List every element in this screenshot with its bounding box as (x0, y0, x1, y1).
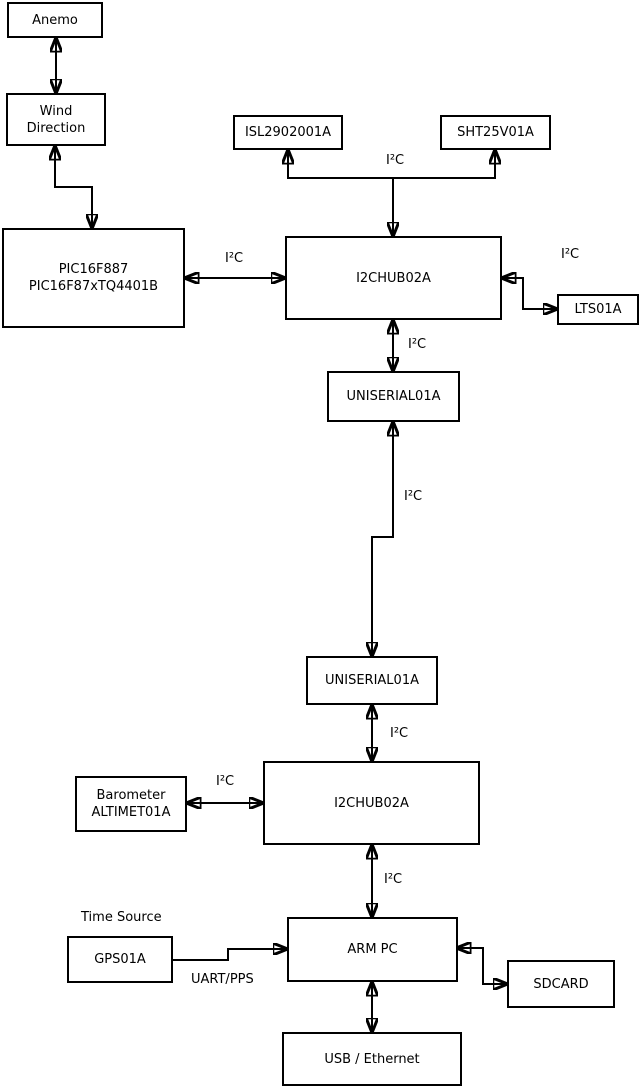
node-barometer-label-line1: Barometer (96, 788, 166, 803)
edge-label-i2c-uniserial1-uniserial2: I²C (404, 489, 423, 504)
node-arm-pc: ARM PC (287, 917, 458, 982)
node-lts01a-label: LTS01A (574, 302, 622, 317)
edge-label-i2c-pic-hub1: I²C (225, 251, 244, 266)
edge-label-i2c-isl-sht: I²C (386, 153, 405, 168)
node-usb-ethernet-label: USB / Ethernet (324, 1051, 420, 1067)
node-i2chub02a-top: I2CHUB02A (285, 236, 502, 320)
edge-label-uart-pps: UART/PPS (191, 972, 254, 987)
node-anemo-label: Anemo (32, 12, 78, 28)
node-i2chub02a-bottom: I2CHUB02A (263, 761, 480, 845)
node-sht25v01a-label: SHT25V01A (457, 125, 534, 140)
edge-uniserial1-uniserial2 (372, 422, 393, 656)
node-barometer: Barometer ALTIMET01A (75, 776, 187, 832)
node-anemo: Anemo (7, 2, 103, 38)
edge-wind-pic (55, 146, 92, 228)
node-barometer-label-line2: ALTIMET01A (91, 805, 171, 820)
node-i2chub02a-bottom-label: I2CHUB02A (334, 795, 409, 811)
edge-gps-armpc (173, 949, 287, 961)
node-sht25v01a: SHT25V01A (440, 115, 551, 150)
node-uniserial01a-top: UNISERIAL01A (327, 371, 460, 422)
node-uniserial01a-top-label: UNISERIAL01A (346, 389, 441, 404)
edge-label-i2c-barometer-hub2: I²C (216, 774, 235, 789)
node-isl2902001a: ISL2902001A (233, 115, 343, 150)
node-sdcard-label: SDCARD (533, 976, 589, 992)
node-pic-label-line1: PIC16F887 (58, 262, 129, 277)
node-arm-pc-label: ARM PC (347, 942, 398, 957)
node-isl2902001a-label: ISL2902001A (244, 125, 332, 140)
node-wind-direction-label-line2: Direction (26, 120, 86, 136)
node-uniserial01a-bottom-label: UNISERIAL01A (325, 673, 419, 688)
edge-label-i2c-hub2-armpc: I²C (384, 872, 403, 887)
node-sdcard: SDCARD (507, 960, 615, 1008)
node-gps01a: GPS01A (67, 936, 173, 983)
node-i2chub02a-top-label: I2CHUB02A (356, 270, 431, 286)
edge-armpc-sdcard (457, 948, 507, 984)
node-wind-direction: Wind Direction (6, 93, 106, 146)
node-uniserial01a-bottom: UNISERIAL01A (306, 656, 438, 705)
edge-label-i2c-lts: I²C (561, 247, 580, 262)
node-pic: PIC16F887 PIC16F87xTQ4401B (2, 228, 185, 328)
node-usb-ethernet: USB / Ethernet (282, 1032, 462, 1086)
node-gps01a-label: GPS01A (94, 952, 146, 967)
edge-label-i2c-hub1-uniserial1: I²C (408, 337, 427, 352)
edge-hub1-lts (502, 278, 557, 309)
edge-label-i2c-uniserial2-hub2: I²C (390, 726, 409, 741)
node-pic-label-line2: PIC16F87xTQ4401B (28, 279, 159, 294)
node-lts01a: LTS01A (557, 294, 639, 325)
node-wind-direction-label-line1: Wind (39, 103, 73, 119)
label-time-source: Time Source (81, 910, 162, 925)
